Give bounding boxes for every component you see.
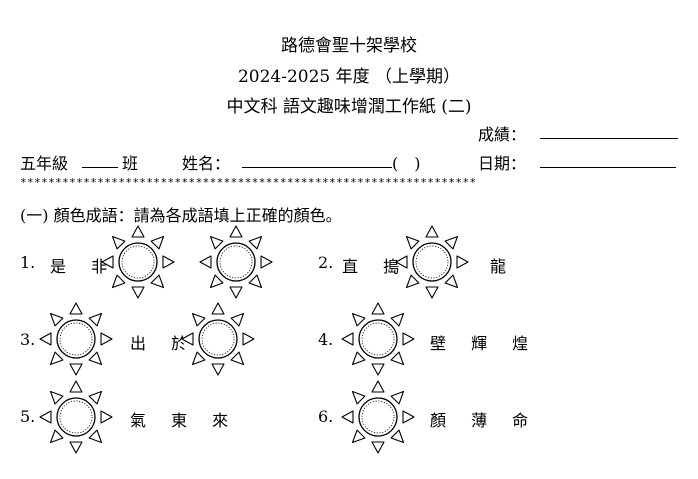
question-2-tail: 龍 [490, 257, 507, 276]
question-1-number: 1. [20, 253, 36, 272]
sun-blank-icon[interactable] [336, 297, 420, 381]
question-4-text: 壁 輝 煌 [430, 334, 539, 353]
question-2-number: 2. [318, 253, 334, 272]
score-label: 成績： [478, 125, 527, 144]
sun-blank-icon[interactable] [176, 297, 260, 381]
class-blank[interactable] [82, 167, 118, 168]
sun-blank-icon[interactable] [194, 220, 278, 304]
date-label: 日期： [478, 154, 527, 173]
question-6-number: 6. [318, 407, 334, 426]
question-3-number: 3. [20, 330, 36, 349]
sun-blank-icon[interactable] [96, 220, 180, 304]
score-blank[interactable] [540, 138, 678, 139]
question-4-number: 4. [318, 330, 334, 349]
grade-label: 五年級 [20, 154, 69, 173]
sun-blank-icon[interactable] [336, 375, 420, 459]
academic-year: 2024-2025 年度 （上學期） [237, 67, 461, 87]
class-label: 班 [122, 154, 139, 173]
question-3-text: 出 於 [130, 334, 198, 353]
separator-line: ****************************************… [20, 176, 477, 189]
school-name: 路德會聖十架學校 [281, 36, 417, 56]
question-5-number: 5. [20, 407, 36, 426]
sun-blank-icon[interactable] [34, 375, 118, 459]
name-blank[interactable] [242, 167, 392, 168]
sun-blank-icon[interactable] [390, 220, 474, 304]
worksheet-title: 中文科 語文趣味增潤工作紙 (二) [226, 97, 472, 117]
section-title: (一) 顏色成語：請為各成語填上正確的顏色。 [20, 206, 342, 225]
class-number-paren: ( ) [392, 154, 421, 173]
date-blank[interactable] [540, 167, 676, 168]
question-1-text: 是 非 [50, 257, 118, 276]
question-6-text: 顏 薄 命 [430, 411, 539, 430]
question-2-text: 直 搗 [342, 257, 410, 276]
sun-blank-icon[interactable] [34, 297, 118, 381]
name-label: 姓名： [182, 154, 231, 173]
question-5-text: 氣 東 來 [130, 411, 239, 430]
